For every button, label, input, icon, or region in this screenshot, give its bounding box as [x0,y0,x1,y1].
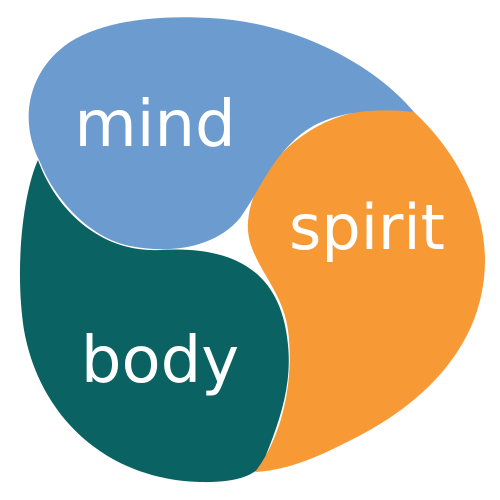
mind-label: mind [74,88,235,162]
segment-body [19,160,289,483]
body-label: body [81,324,239,398]
spirit-label: spirit [289,191,445,264]
segment-mind [28,17,414,250]
segment-spirit [247,108,485,473]
